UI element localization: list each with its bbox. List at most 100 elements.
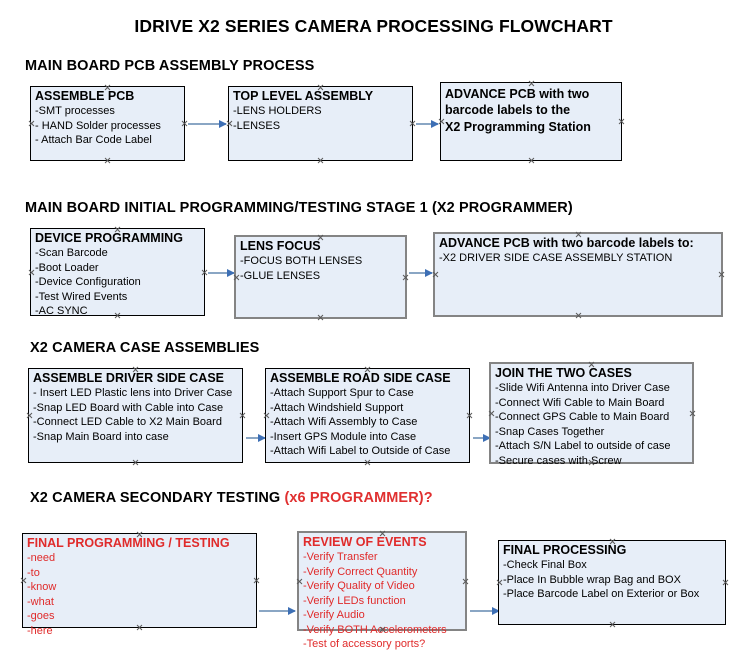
node-line: -Attach Wifi Label to Outside of Case xyxy=(270,445,451,457)
node-line: -Verify LEDs function xyxy=(303,594,406,607)
connector-handle-bottom[interactable] xyxy=(317,314,324,321)
node-line: -to xyxy=(27,566,40,579)
node-line: -here xyxy=(27,624,53,637)
node-line: -Boot Loader xyxy=(35,261,99,274)
section-heading-main-board-pcb-assembly-process: MAIN BOARD PCB ASSEMBLY PROCESS xyxy=(25,58,314,74)
node-assemble-pcb[interactable]: ASSEMBLE PCB -SMT processes - HAND Solde… xyxy=(30,86,185,161)
connector-handle-left[interactable] xyxy=(432,271,439,278)
node-line: -Attach S/N Label to outside of case xyxy=(495,440,671,452)
node-line: -GLUE LENSES xyxy=(240,269,321,282)
node-title: JOIN THE TWO CASES xyxy=(495,366,632,380)
connector-handle-left[interactable] xyxy=(233,274,240,281)
node-line: - HAND Solder processes xyxy=(35,119,161,132)
connector-handle-left[interactable] xyxy=(263,412,270,419)
node-title: ADVANCE PCB with two barcode labels to: xyxy=(439,236,694,250)
node-advance-pcb-programming-station[interactable]: ADVANCE PCB with two barcode labels to t… xyxy=(440,82,622,161)
connector-handle-left[interactable] xyxy=(496,579,503,586)
connector-handle-bottom[interactable] xyxy=(609,621,616,628)
connector-handle-right[interactable] xyxy=(718,271,725,278)
node-line: -Snap Cases Together xyxy=(495,425,605,438)
connector-handle-bottom[interactable] xyxy=(364,459,371,466)
arrow-review-of-events-to-final-processing xyxy=(470,606,500,615)
node-line: -Connect Wifi Cable to Main Board xyxy=(495,396,665,409)
node-line: -Attach Support Spur to Case xyxy=(270,387,414,399)
node-title: FINAL PROGRAMMING / TESTING xyxy=(27,536,230,550)
node-title: ADVANCE PCB with two xyxy=(445,87,590,101)
node-line: -Insert GPS Module into Case xyxy=(270,430,417,443)
node-title: ASSEMBLE DRIVER SIDE CASE xyxy=(33,371,225,385)
connector-handle-left[interactable] xyxy=(296,578,303,585)
node-top-level-assembly[interactable]: TOP LEVEL ASSEMBLY -LENS HOLDERS -LENSES xyxy=(228,86,413,161)
node-title: TOP LEVEL ASSEMBLY xyxy=(233,89,374,103)
node-lens-focus[interactable]: LENS FOCUS -FOCUS BOTH LENSES -GLUE LENS… xyxy=(234,235,407,319)
node-line: -LENSES xyxy=(233,119,281,132)
node-line: - Insert LED Plastic lens into Driver Ca… xyxy=(33,387,233,399)
node-advance-pcb-driver-side-case[interactable]: ADVANCE PCB with two barcode labels to: … xyxy=(433,232,723,317)
node-final-programming-testing[interactable]: FINAL PROGRAMMING / TESTING -need -to -k… xyxy=(20,533,257,637)
node-line: -Check Final Box xyxy=(503,559,587,571)
arrow-driver-side-case-to-road-side-case xyxy=(246,433,266,442)
node-line: -need xyxy=(27,552,56,564)
arrow-top-level-assembly-to-advance-pcb xyxy=(416,119,439,128)
section-heading-x2-camera-secondary-testing: X2 CAMERA SECONDARY TESTING (x6 PROGRAMM… xyxy=(30,490,433,506)
connector-handle-top[interactable] xyxy=(528,80,535,87)
node-title: ASSEMBLE PCB xyxy=(35,89,135,103)
connector-handle-left[interactable] xyxy=(20,577,27,584)
node-line: -Scan Barcode xyxy=(35,247,108,259)
node-line: -Connect LED Cable to X2 Main Board xyxy=(33,416,222,428)
node-device-programming[interactable]: DEVICE PROGRAMMING -Scan Barcode -Boot L… xyxy=(28,228,205,317)
section-heading-text: MAIN BOARD INITIAL PROGRAMMING/TESTING S… xyxy=(25,200,573,216)
node-title: FINAL PROCESSING xyxy=(503,543,627,557)
connector-handle-bottom[interactable] xyxy=(575,312,582,319)
connector-handle-left[interactable] xyxy=(28,269,35,276)
node-line: -Verify Correct Quantity xyxy=(303,565,418,578)
node-line: -what xyxy=(27,595,54,608)
node-title: ASSEMBLE ROAD SIDE CASE xyxy=(270,371,451,385)
node-line: -Verify Quality of Video xyxy=(303,580,415,592)
node-line: -SMT processes xyxy=(35,105,115,117)
node-line: -Place Barcode Label on Exterior or Box xyxy=(503,588,700,600)
section-heading-accent: (x6 PROGRAMMER)? xyxy=(284,490,433,506)
arrow-lens-focus-to-advance-pcb-driver-side-case xyxy=(409,268,433,277)
node-assemble-driver-side-case[interactable]: ASSEMBLE DRIVER SIDE CASE - Insert LED P… xyxy=(28,368,243,463)
node-line: -LENS HOLDERS xyxy=(233,105,322,117)
arrow-final-programming-to-review-of-events xyxy=(259,606,296,615)
arrow-road-side-case-to-join-the-two-cases xyxy=(473,433,491,442)
node-join-the-two-cases[interactable]: JOIN THE TWO CASES -Slide Wifi Antenna i… xyxy=(488,362,694,467)
connector-handle-left[interactable] xyxy=(488,410,495,417)
node-review-of-events[interactable]: REVIEW OF EVENTS -Verify Transfer -Verif… xyxy=(296,531,467,650)
section-heading-text: MAIN BOARD PCB ASSEMBLY PROCESS xyxy=(25,58,315,74)
node-line: -AC SYNC xyxy=(35,305,88,317)
node-line: -goes xyxy=(27,610,55,622)
node-line: -Place In Bubble wrap Bag and BOX xyxy=(503,573,681,586)
node-line: -Test Wired Events xyxy=(35,290,128,303)
node-line: -know xyxy=(27,581,57,593)
node-title: LENS FOCUS xyxy=(240,239,321,253)
node-title: REVIEW OF EVENTS xyxy=(303,535,427,549)
node-line: -Connect GPS Cable to Main Board xyxy=(495,411,670,423)
connector-handle-bottom[interactable] xyxy=(104,157,111,164)
node-final-processing[interactable]: FINAL PROCESSING -Check Final Box -Place… xyxy=(498,540,726,625)
node-line: -FOCUS BOTH LENSES xyxy=(240,255,363,267)
connector-handle-bottom[interactable] xyxy=(317,157,324,164)
node-line: -Verify Transfer xyxy=(303,551,378,563)
node-title: DEVICE PROGRAMMING xyxy=(35,231,183,245)
node-assemble-road-side-case[interactable]: ASSEMBLE ROAD SIDE CASE -Attach Support … xyxy=(265,368,470,463)
node-line: -Snap Main Board into case xyxy=(33,430,169,443)
node-line: X2 Programming Station xyxy=(445,119,591,134)
node-line: -Verify BOTH Accelerometers xyxy=(303,623,447,636)
connector-handle-bottom[interactable] xyxy=(528,157,535,164)
connector-handle-bottom[interactable] xyxy=(132,459,139,466)
node-line: -Verify Audio xyxy=(303,609,365,621)
node-line: -Device Configuration xyxy=(35,276,141,288)
node-line: -Snap LED Board with Cable into Case xyxy=(33,401,224,414)
connector-handle-left[interactable] xyxy=(26,412,33,419)
page-title: IDRIVE X2 SERIES CAMERA PROCESSING FLOWC… xyxy=(134,16,613,36)
connector-handle-left[interactable] xyxy=(28,120,35,127)
section-heading-x2-camera-case-assemblies: X2 CAMERA CASE ASSEMBLIES xyxy=(30,340,259,356)
arrow-device-programming-to-lens-focus xyxy=(208,268,235,277)
node-line: -Slide Wifi Antenna into Driver Case xyxy=(495,382,670,394)
section-heading-text: X2 CAMERA CASE ASSEMBLIES xyxy=(30,340,260,356)
node-line: -Attach Windshield Support xyxy=(270,401,404,414)
